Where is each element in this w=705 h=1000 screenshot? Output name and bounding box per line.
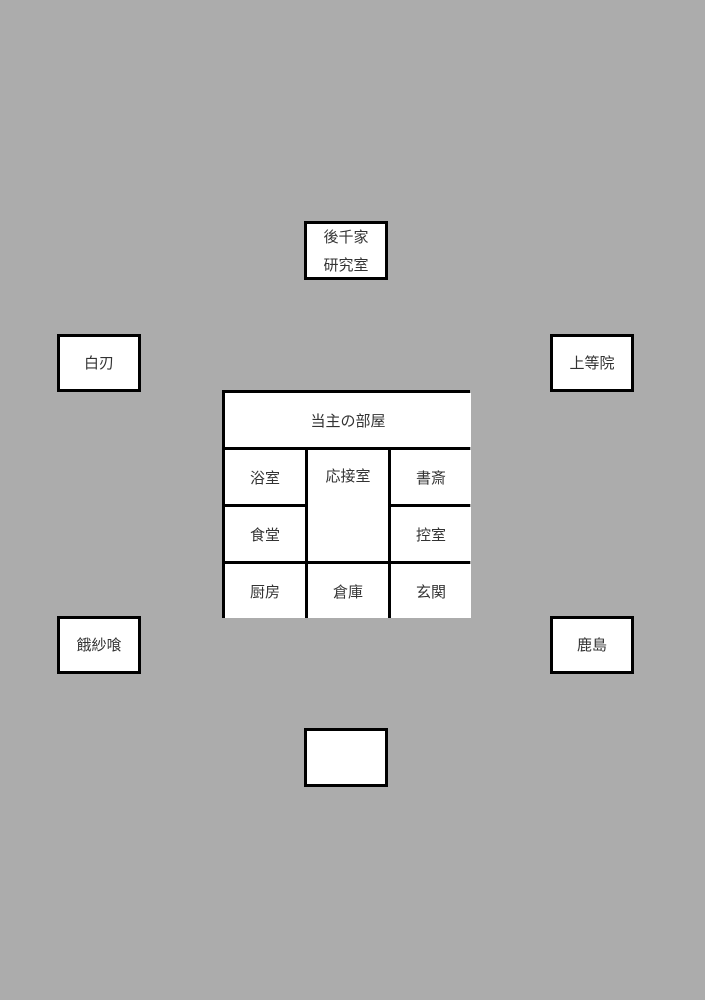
floor-plan: 当主の部屋 浴室 応接室 書斎 食堂 控室 厨房 倉庫 玄関	[222, 390, 471, 618]
node-top-line-1: 後千家	[323, 227, 369, 246]
room-dining: 食堂	[225, 507, 305, 561]
node-right-bottom-label: 鹿島	[576, 636, 607, 654]
room-reception-label: 応接室	[325, 467, 371, 485]
room-kitchen-label: 厨房	[249, 582, 280, 601]
node-left-bottom-label: 餓紗喰	[76, 636, 122, 654]
node-left-top-label: 白刃	[83, 354, 114, 372]
room-study: 書斎	[391, 450, 471, 504]
room-dining-label: 食堂	[249, 525, 280, 544]
node-bottom-empty	[304, 728, 388, 787]
room-kitchen: 厨房	[225, 564, 305, 618]
node-top-research-lab: 後千家 研究室	[304, 221, 388, 280]
node-right-top: 上等院	[550, 334, 634, 392]
room-storage-label: 倉庫	[332, 582, 363, 601]
room-storage: 倉庫	[308, 564, 388, 618]
room-reception: 応接室	[308, 450, 388, 561]
room-bath-label: 浴室	[249, 468, 280, 487]
room-master-label: 当主の部屋	[310, 411, 386, 430]
room-anteroom: 控室	[391, 507, 471, 561]
room-study-label: 書斎	[415, 468, 446, 487]
node-right-bottom: 鹿島	[550, 616, 634, 674]
node-left-top: 白刃	[57, 334, 141, 392]
node-right-top-label: 上等院	[569, 354, 615, 372]
room-bath: 浴室	[225, 450, 305, 504]
room-entrance: 玄関	[391, 564, 471, 618]
room-anteroom-label: 控室	[415, 525, 446, 544]
node-left-bottom: 餓紗喰	[57, 616, 141, 674]
room-entrance-label: 玄関	[415, 582, 446, 601]
room-master: 当主の部屋	[225, 393, 471, 447]
node-top-line-2: 研究室	[323, 255, 369, 274]
